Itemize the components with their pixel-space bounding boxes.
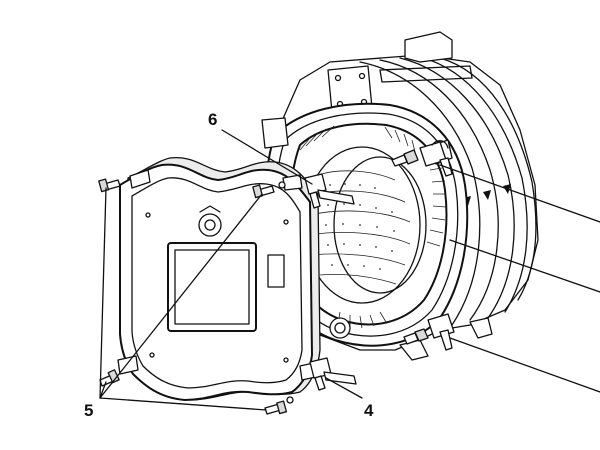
callout-6: 6	[208, 110, 217, 129]
hose-clamp-right-upper	[419, 140, 453, 177]
clamp-4	[309, 357, 357, 391]
drum-side-screws	[391, 149, 429, 345]
hose-clamp-right-lower	[427, 313, 455, 351]
leader-lines	[99, 129, 600, 411]
screw-top-left	[98, 178, 121, 193]
screw-top-middle	[252, 181, 286, 199]
callout-4: 4	[364, 401, 374, 420]
inner-drum-basket	[303, 146, 427, 339]
callout-5: 5	[84, 401, 93, 420]
screw-bottom-middle	[264, 396, 294, 415]
screw-bottom-left	[99, 369, 120, 387]
front-cover-panel	[117, 157, 321, 401]
clamp-6	[304, 173, 355, 209]
panel-screws	[98, 178, 294, 415]
